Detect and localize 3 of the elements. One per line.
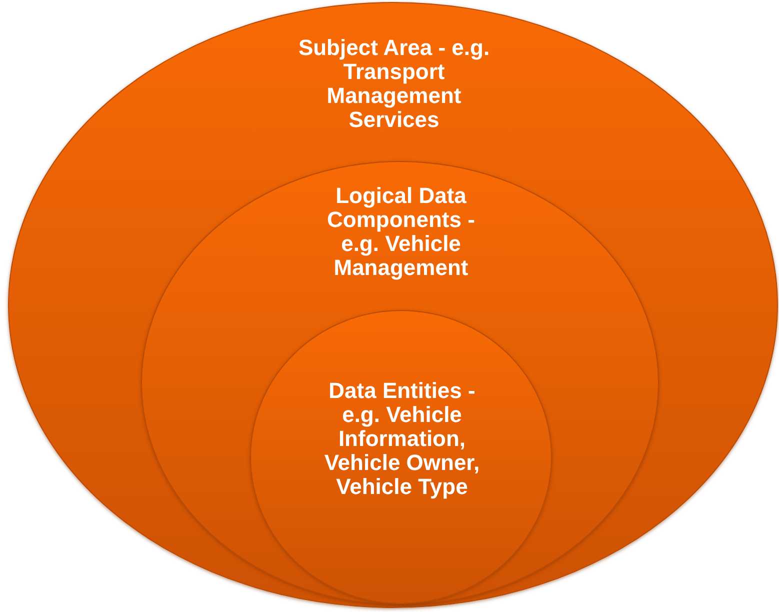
ellipse-label: Data Entities - e.g. Vehicle Information, Vehicle Owner, Vehicle Type <box>323 379 481 499</box>
ellipse-label: Subject Area - e.g. Transport Management Services <box>297 36 491 132</box>
ellipse-label: Logical Data Components - e.g. Vehicle Management <box>326 184 476 280</box>
